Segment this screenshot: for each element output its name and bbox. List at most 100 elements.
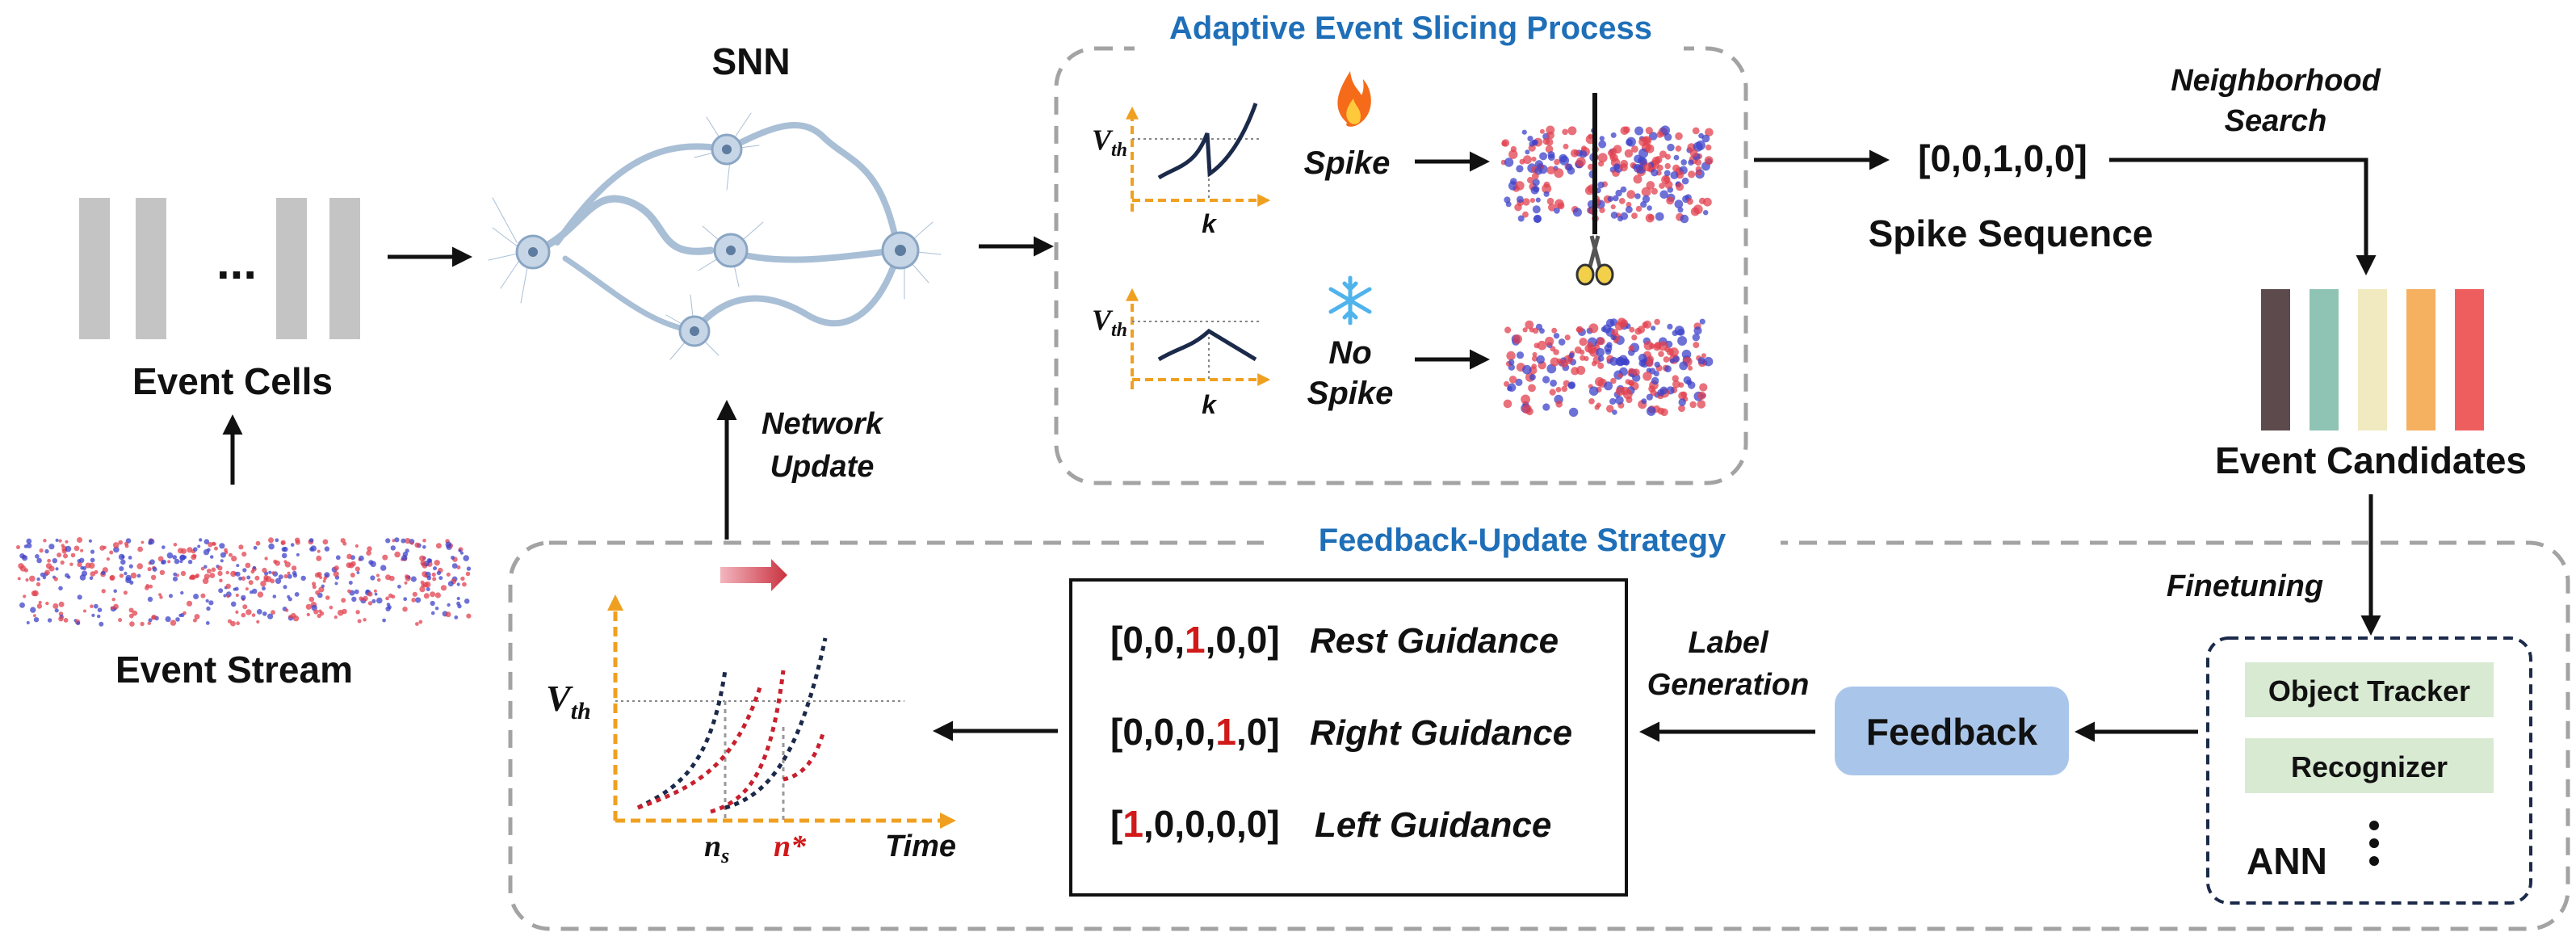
event-point: [69, 562, 73, 566]
event-point: [202, 578, 209, 585]
event-point: [1508, 359, 1515, 366]
event-point: [380, 565, 387, 571]
event-point: [262, 567, 267, 573]
event-point: [186, 600, 193, 607]
event-point: [347, 589, 351, 594]
event-point: [1532, 172, 1539, 180]
event-point: [199, 538, 203, 542]
event-point: [85, 562, 91, 569]
event-point: [376, 578, 381, 582]
event-point: [371, 598, 376, 603]
event-point: [233, 587, 237, 591]
event-point: [318, 586, 325, 593]
event-point: [456, 601, 461, 606]
event-point: [316, 555, 322, 561]
event-point: [1638, 353, 1647, 363]
event-point: [149, 584, 153, 589]
event-point: [1528, 384, 1536, 393]
event-point: [55, 567, 59, 571]
event-point: [47, 618, 52, 623]
event-point: [1508, 181, 1518, 191]
event-point: [173, 572, 178, 577]
event-point: [58, 616, 64, 622]
event-point: [236, 564, 240, 568]
event-point: [370, 561, 376, 568]
event-point: [434, 560, 440, 566]
event-point: [1504, 380, 1509, 387]
event-point: [1609, 152, 1616, 159]
scissors-icon: [1575, 235, 1614, 286]
event-point: [255, 540, 261, 546]
event-point: [436, 570, 442, 576]
adaptive-slicing-title: Adaptive Event Slicing Process: [1169, 10, 1652, 46]
event-point: [101, 589, 106, 594]
event-point: [1699, 318, 1705, 325]
event-point: [1674, 200, 1684, 209]
event-point: [271, 610, 275, 615]
event-point: [1699, 383, 1708, 392]
event-point: [90, 571, 96, 577]
event-point: [1664, 133, 1672, 141]
event-point: [1677, 336, 1688, 346]
event-point: [227, 619, 233, 624]
event-point: [26, 621, 30, 624]
event-point: [203, 539, 210, 544]
event-point: [1693, 342, 1700, 349]
event-point: [405, 574, 409, 579]
event-point: [348, 581, 353, 585]
event-point: [356, 571, 360, 574]
event-point: [419, 555, 426, 561]
event-point: [1651, 187, 1658, 195]
event-point: [1632, 373, 1641, 382]
event-point: [79, 574, 86, 581]
event-point: [1696, 170, 1701, 176]
event-point: [415, 597, 422, 603]
event-point: [1640, 201, 1647, 208]
event-point: [47, 558, 51, 563]
event-point: [1558, 338, 1566, 346]
event-point: [1617, 373, 1623, 379]
event-point: [1641, 187, 1651, 197]
event-point: [1588, 133, 1593, 140]
feedback-label: Feedback: [1866, 711, 2038, 753]
event-point: [1527, 136, 1533, 142]
event-point: [334, 565, 339, 571]
event-point: [231, 556, 237, 562]
event-point: [1646, 181, 1655, 190]
event-point: [90, 549, 95, 554]
event-point: [410, 576, 417, 582]
event-point: [359, 596, 363, 601]
event-point: [119, 566, 124, 572]
event-point: [313, 609, 319, 615]
event-point: [430, 600, 435, 607]
event-point: [109, 574, 115, 581]
event-point: [1613, 163, 1620, 170]
spike-sequence-value: [0,0,1,0,0]: [1918, 137, 2087, 179]
event-point: [217, 570, 223, 577]
event-point: [1588, 386, 1599, 397]
event-point: [435, 543, 442, 549]
event-point: [462, 582, 467, 587]
event-point: [1648, 132, 1658, 141]
event-point: [445, 541, 452, 548]
event-point: [466, 613, 472, 619]
event-point: [219, 543, 225, 549]
event-point: [148, 618, 153, 623]
event-point: [225, 570, 229, 575]
event-point: [36, 582, 41, 587]
event-point: [447, 581, 454, 587]
event-point: [1567, 382, 1575, 389]
event-point: [1554, 199, 1564, 209]
guidance-name-rest: Rest Guidance: [1310, 621, 1559, 661]
event-point: [1678, 405, 1685, 412]
event-point: [1522, 404, 1532, 414]
event-point: [283, 573, 288, 579]
event-point: [1532, 327, 1539, 334]
event-point: [419, 586, 426, 593]
event-point: [324, 572, 330, 578]
event-point: [1562, 128, 1568, 136]
event-point: [80, 565, 85, 570]
event-point: [179, 554, 186, 561]
event-point: [252, 565, 257, 570]
event-point: [422, 582, 429, 588]
